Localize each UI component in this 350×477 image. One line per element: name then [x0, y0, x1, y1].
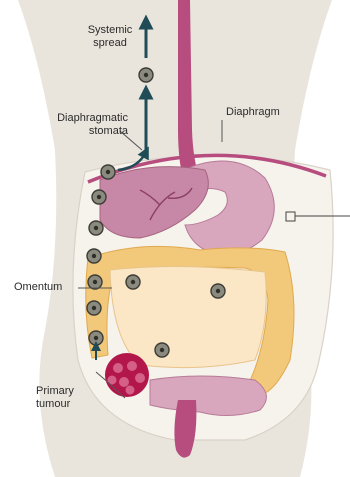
- diaphragm-label: Diaphragm: [226, 106, 280, 119]
- tumour-cell-icon: [89, 221, 103, 235]
- tumour-cell-icon: [155, 343, 169, 357]
- tumour-cell-icon: [211, 284, 225, 298]
- tumour-cell-icon: [87, 249, 101, 263]
- diaphragmatic-stomata-label: Diaphragmatic stomata: [10, 112, 128, 138]
- omentum-label: Omentum: [14, 281, 62, 294]
- primary-tumour-label: Primary tumour: [36, 385, 74, 411]
- tumour-cell-icon: [101, 165, 115, 179]
- primary-tumour: [105, 353, 149, 397]
- tumour-cell-icon: [89, 331, 103, 345]
- tumour-cell-icon: [139, 68, 153, 82]
- tumour-cell-icon: [87, 301, 101, 315]
- tumour-cell-icon: [88, 275, 102, 289]
- tumour-cell-icon: [92, 190, 106, 204]
- tumour-cell-icon: [126, 275, 140, 289]
- systemic-spread-label: Systemic spread: [80, 24, 140, 50]
